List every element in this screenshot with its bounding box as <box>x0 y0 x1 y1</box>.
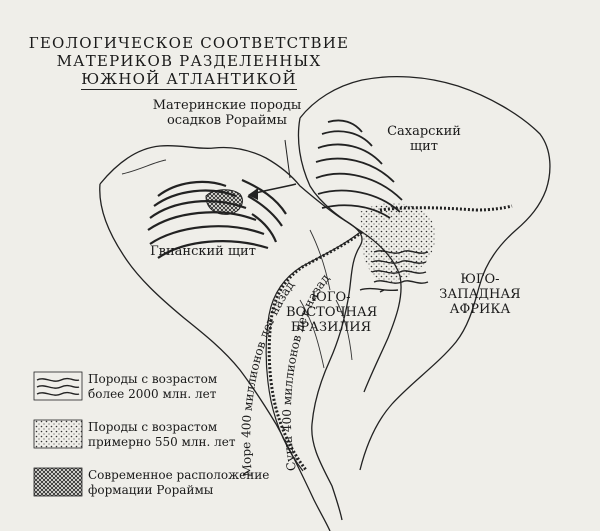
sw-africa-line-3: АФРИКА <box>449 302 511 317</box>
roraima-source-line-1: Материнские породы <box>152 98 302 113</box>
se-brazil-line-1: ЮГО- <box>311 290 351 305</box>
title-line-3: ЮЖНОЙ АТЛАНТИКОЙ <box>81 70 297 90</box>
title-line-2: МАТЕРИКОВ РАЗДЕЛЕННЫХ <box>56 52 322 70</box>
legend-550-line-2: примерно 550 млн. лет <box>88 435 236 449</box>
legend-roraima-line-1: Современное расположение <box>88 468 270 482</box>
se-brazil-line-3: БРАЗИЛИЯ <box>290 320 372 335</box>
legend-550-line-1: Породы с возрастом <box>88 420 218 434</box>
legend-item-2000: Породы с возрастом более 2000 млн. лет <box>88 372 217 402</box>
sahara-line-1: Сахарский <box>387 124 461 139</box>
roraima-source-line-2: осадков Рораймы <box>166 113 288 128</box>
se-brazil-label: ЮГО- ВОСТОЧНАЯ БРАЗИЛИЯ <box>286 290 378 335</box>
rivers <box>121 159 353 369</box>
roraima-arrow-head <box>248 188 258 200</box>
shoreline-400-af <box>379 204 513 212</box>
sahara-shield-arcs <box>315 119 403 219</box>
legend-item-roraima: Современное расположение формации Рорайм… <box>88 468 269 498</box>
title-line-1: ГЕОЛОГИЧЕСКОЕ СООТВЕТСТВИЕ <box>28 34 350 52</box>
shoreline-400-sa-edge <box>265 232 360 472</box>
south-america-coast <box>99 144 363 531</box>
pointer-line <box>284 139 291 179</box>
roraima-formation <box>205 189 243 215</box>
map-title: ГЕОЛОГИЧЕСКОЕ СООТВЕТСТВИЕ МАТЕРИКОВ РАЗ… <box>14 34 364 90</box>
legend-symbol-roraima <box>33 467 83 497</box>
se-brazil-line-2: ВОСТОЧНАЯ <box>286 305 378 320</box>
legend-item-550: Породы с возрастом примерно 550 млн. лет <box>88 420 236 450</box>
sahara-label: Сахарский щит <box>384 124 464 154</box>
legend-roraima-line-2: формации Рораймы <box>88 483 214 497</box>
sahara-line-2: щит <box>410 139 438 154</box>
sw-africa-line-2: ЗАПАДНАЯ <box>439 287 521 302</box>
legend-2000-line-2: более 2000 млн. лет <box>88 387 217 401</box>
rocks-550-area <box>360 203 436 282</box>
legend-2000-line-1: Породы с возрастом <box>88 372 218 386</box>
sw-africa-label: ЮГО- ЗАПАДНАЯ АФРИКА <box>432 272 528 317</box>
legend-symbol-550 <box>33 419 83 449</box>
guiana-label: Гвианский щит <box>150 244 256 259</box>
roraima-source-label: Материнские породы осадков Рораймы <box>142 98 312 128</box>
sw-africa-waves <box>359 250 429 293</box>
sw-africa-line-1: ЮГО- <box>460 272 500 287</box>
legend-symbol-2000 <box>33 371 83 401</box>
